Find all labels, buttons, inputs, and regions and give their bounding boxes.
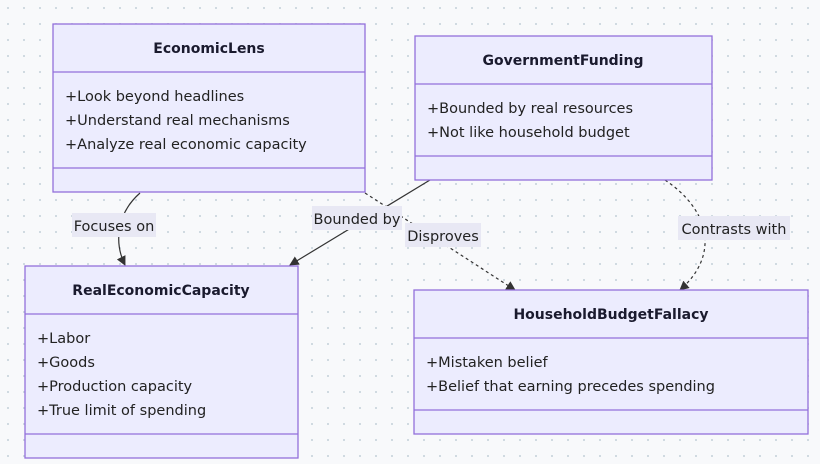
edge-label-text: Focuses on: [74, 219, 155, 235]
class-attribute: +True limit of spending: [37, 403, 206, 419]
edge-label-text: Disproves: [407, 229, 479, 245]
class-attribute: +Analyze real economic capacity: [65, 137, 307, 153]
class-attribute: +Bounded by real resources: [427, 101, 633, 117]
edge-label-contrasts-with: Contrasts with: [678, 216, 790, 240]
class-title: HouseholdBudgetFallacy: [513, 307, 708, 323]
class-title: GovernmentFunding: [483, 53, 644, 69]
class-economic-lens[interactable]: EconomicLens +Look beyond headlines +Und…: [52, 23, 366, 193]
class-real-economic-capacity[interactable]: RealEconomicCapacity +Labor +Goods +Prod…: [24, 265, 299, 459]
class-attribute: +Understand real mechanisms: [65, 113, 290, 129]
edge-label-focuses-on: Focuses on: [72, 213, 156, 237]
class-title: RealEconomicCapacity: [72, 283, 249, 299]
edge-label-text: Bounded by: [314, 212, 401, 228]
edge-label-disproves: Disproves: [405, 223, 481, 247]
class-attribute: +Goods: [37, 355, 95, 371]
edge-label-bounded-by: Bounded by: [312, 206, 402, 230]
class-attribute: +Production capacity: [37, 379, 193, 395]
class-title: EconomicLens: [153, 41, 264, 57]
class-household-budget-fallacy[interactable]: HouseholdBudgetFallacy +Mistaken belief …: [413, 289, 809, 435]
class-attribute: +Not like household budget: [427, 125, 630, 141]
class-attribute: +Belief that earning precedes spending: [426, 379, 715, 395]
class-attribute: +Mistaken belief: [426, 355, 549, 371]
edge-label-text: Contrasts with: [682, 222, 787, 238]
class-attribute: +Look beyond headlines: [65, 89, 244, 105]
class-government-funding[interactable]: GovernmentFunding +Bounded by real resou…: [414, 35, 713, 181]
class-attribute: +Labor: [37, 331, 90, 347]
